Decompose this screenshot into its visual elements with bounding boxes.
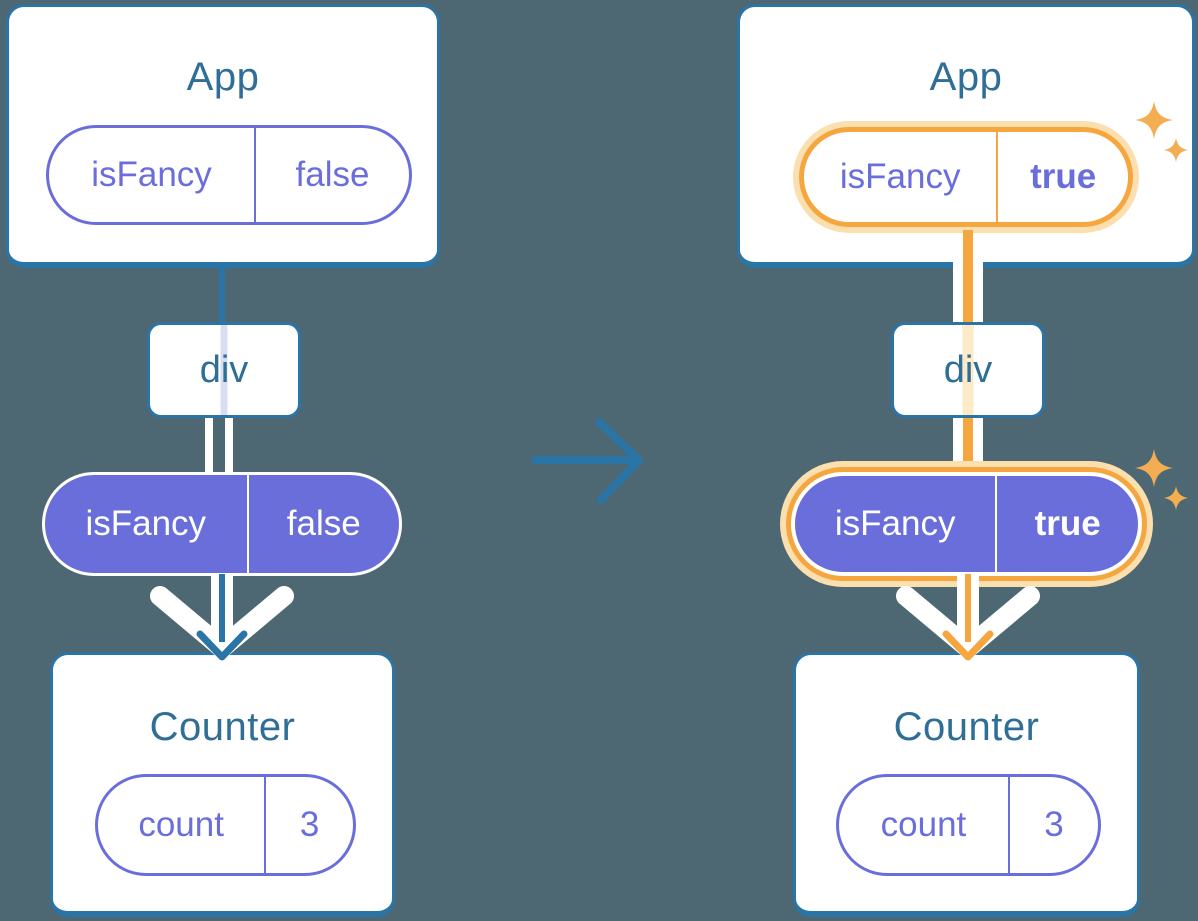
right-passed-prop-value: true	[1034, 504, 1101, 543]
right-app-card: App isFancy true	[737, 4, 1195, 268]
right-app-prop-value: true	[1030, 157, 1097, 196]
right-counter-card: Counter count 3	[793, 652, 1140, 917]
transition-right-arrow-icon	[531, 418, 643, 504]
left-app-div-connector-line	[219, 262, 225, 326]
left-counter-card: Counter count 3	[50, 652, 395, 917]
right-app-prop-pill: isFancy true	[799, 127, 1133, 227]
left-prop-pipe-casing-left	[205, 414, 213, 478]
right-pass-down-arrow-icon	[896, 574, 1040, 661]
left-app-card: App isFancy false	[6, 4, 440, 268]
right-app-sparkles-icon	[1135, 101, 1188, 162]
left-app-prop-value: false	[295, 155, 370, 194]
right-div-box: div	[891, 322, 1045, 418]
left-div-label: div	[199, 348, 249, 391]
left-app-prop-pill: isFancy false	[46, 125, 412, 225]
right-counter-title: Counter	[893, 705, 1040, 749]
left-counter-title: Counter	[149, 705, 296, 749]
right-counter-state-value: 3	[1044, 805, 1064, 844]
right-app-title: App	[929, 55, 1003, 99]
left-passed-prop-pill: isFancy false	[42, 472, 402, 576]
left-app-prop-key: isFancy	[49, 128, 256, 222]
left-passed-prop-key: isFancy	[45, 475, 249, 573]
left-counter-state-key: count	[98, 777, 267, 873]
right-counter-state-pill: count 3	[836, 774, 1101, 876]
left-pass-down-arrow-icon	[150, 574, 294, 661]
right-passed-prop-key: isFancy	[795, 476, 998, 572]
right-div-trace-line	[962, 325, 974, 415]
left-app-title: App	[186, 55, 260, 99]
right-passed-prop-pill: isFancy true	[791, 472, 1142, 576]
left-counter-state-pill: count 3	[95, 774, 356, 876]
right-counter-state-key: count	[839, 777, 1010, 873]
left-div-box: div	[147, 322, 301, 418]
left-prop-pipe-casing-right	[225, 414, 233, 478]
left-passed-prop-value: false	[286, 504, 361, 543]
right-pill-sparkles-icon	[1135, 449, 1188, 510]
left-counter-state-value: 3	[299, 805, 320, 844]
left-div-trace-line	[220, 325, 228, 415]
right-div-label: div	[943, 348, 993, 391]
right-app-prop-key: isFancy	[804, 132, 999, 222]
